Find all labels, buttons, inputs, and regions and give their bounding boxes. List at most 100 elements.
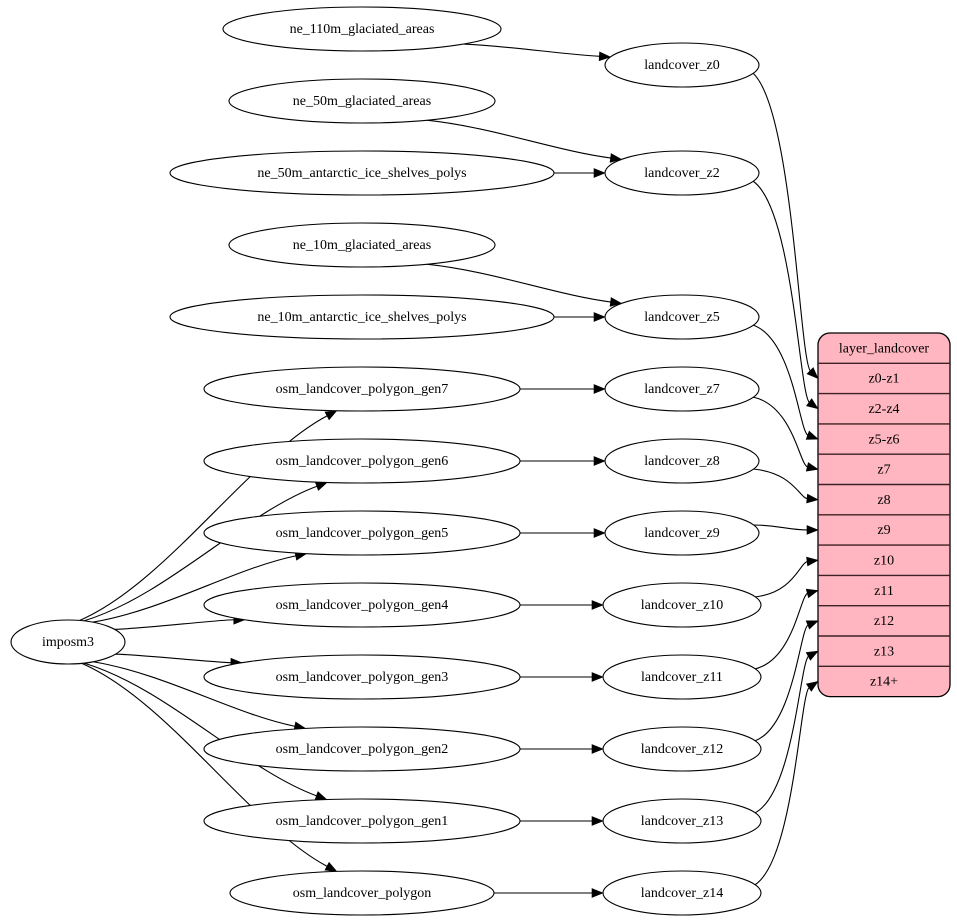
table-node-ellipse[interactable]	[203, 438, 521, 484]
record-row-z9[interactable]: z9	[818, 515, 950, 545]
view-node-ellipse[interactable]	[604, 510, 760, 556]
edge-line	[752, 396, 809, 468]
node-landcover_z13[interactable]: landcover_z13	[602, 798, 762, 844]
record-row-label: z12	[874, 614, 894, 629]
node-label: osm_landcover_polygon_gen6	[276, 454, 449, 469]
node-osm_landcover_polygon_gen2[interactable]: osm_landcover_polygon_gen2	[203, 726, 521, 772]
table-node-ellipse[interactable]	[203, 582, 521, 628]
edge-imposm3-to-osm_landcover_polygon	[81, 662, 338, 872]
edge-line	[115, 653, 232, 664]
edge-arrowhead	[593, 312, 606, 322]
node-label: osm_landcover_polygon_gen7	[276, 382, 449, 397]
node-label: ne_10m_glaciated_areas	[293, 238, 431, 253]
view-node-ellipse[interactable]	[602, 654, 762, 700]
table-node-ellipse[interactable]	[203, 510, 521, 556]
node-label: osm_landcover_polygon_gen2	[276, 742, 449, 757]
edge-line	[426, 119, 612, 159]
record-node-layer-landcover[interactable]: layer_landcoverz0-z1z2-z4z5-z6z7z8z9z10z…	[817, 332, 951, 698]
edge-osm_landcover_polygon_gen1-to-landcover_z13	[520, 816, 604, 826]
edge-arrowhead	[593, 384, 606, 394]
node-label: landcover_z0	[644, 58, 719, 73]
edge-line	[752, 324, 809, 436]
table-node-ellipse[interactable]	[169, 150, 555, 196]
node-label: landcover_z12	[641, 742, 723, 757]
node-landcover_z8[interactable]: landcover_z8	[604, 438, 760, 484]
node-landcover_z10[interactable]: landcover_z10	[602, 582, 762, 628]
source-node-ellipse[interactable]	[10, 619, 126, 665]
edge-arrowhead	[806, 493, 819, 504]
view-node-ellipse[interactable]	[604, 294, 760, 340]
node-osm_landcover_polygon_gen6[interactable]: osm_landcover_polygon_gen6	[203, 438, 521, 484]
node-ne_10m_antarctic_ice_shelves_polys[interactable]: ne_10m_antarctic_ice_shelves_polys	[169, 294, 555, 340]
view-node-ellipse[interactable]	[602, 582, 762, 628]
record-row-z2-z4[interactable]: z2-z4	[818, 394, 950, 424]
table-node-ellipse[interactable]	[169, 294, 555, 340]
view-node-ellipse[interactable]	[602, 870, 762, 916]
node-ne_50m_glaciated_areas[interactable]: ne_50m_glaciated_areas	[228, 78, 496, 124]
node-label: osm_landcover_polygon_gen1	[276, 814, 449, 829]
edge-line	[754, 624, 809, 742]
node-label: imposm3	[42, 635, 94, 650]
record-row-z0-z1[interactable]: z0-z1	[818, 363, 950, 393]
node-landcover_z5[interactable]: landcover_z5	[604, 294, 760, 340]
record-row-z8[interactable]: z8	[818, 485, 950, 515]
node-landcover_z11[interactable]: landcover_z11	[602, 654, 762, 700]
node-imposm3[interactable]: imposm3	[10, 619, 126, 665]
table-node-ellipse[interactable]	[203, 654, 521, 700]
table-node-ellipse[interactable]	[228, 78, 496, 124]
node-osm_landcover_polygon_gen5[interactable]: osm_landcover_polygon_gen5	[203, 510, 521, 556]
node-osm_landcover_polygon_gen1[interactable]: osm_landcover_polygon_gen1	[203, 798, 521, 844]
edge-osm_landcover_polygon_gen7-to-landcover_z7	[520, 384, 606, 394]
node-label: landcover_z9	[644, 526, 719, 541]
record-row-label: z0-z1	[868, 372, 899, 387]
node-label: landcover_z5	[644, 310, 719, 325]
node-label: ne_50m_antarctic_ice_shelves_polys	[257, 166, 466, 181]
edge-arrowhead	[591, 816, 604, 826]
node-landcover_z0[interactable]: landcover_z0	[604, 42, 760, 88]
node-landcover_z12[interactable]: landcover_z12	[602, 726, 762, 772]
node-osm_landcover_polygon_gen4[interactable]: osm_landcover_polygon_gen4	[203, 582, 521, 628]
node-label: osm_landcover_polygon_gen5	[276, 526, 449, 541]
table-node-ellipse[interactable]	[203, 798, 521, 844]
edge-arrowhead	[593, 456, 606, 466]
nodes-layer: imposm3 ne_110m_glaciated_areas ne_50m_gla…	[10, 6, 762, 916]
record-row-label: z14+	[870, 675, 898, 690]
record-row-z13[interactable]: z13	[818, 636, 950, 666]
edge-landcover_z8-to-layer_landcover_z8	[752, 468, 819, 504]
table-node-ellipse[interactable]	[229, 870, 495, 916]
view-node-ellipse[interactable]	[602, 726, 762, 772]
edge-line	[754, 686, 810, 886]
node-osm_landcover_polygon_gen3[interactable]: osm_landcover_polygon_gen3	[203, 654, 521, 700]
node-osm_landcover_polygon[interactable]: osm_landcover_polygon	[229, 870, 495, 916]
table-node-ellipse[interactable]	[203, 366, 521, 412]
view-node-ellipse[interactable]	[604, 150, 760, 196]
node-landcover_z14[interactable]: landcover_z14	[602, 870, 762, 916]
node-ne_10m_glaciated_areas[interactable]: ne_10m_glaciated_areas	[228, 222, 496, 268]
node-landcover_z9[interactable]: landcover_z9	[604, 510, 760, 556]
edge-line	[752, 524, 808, 531]
view-node-ellipse[interactable]	[602, 798, 762, 844]
edge-line	[92, 555, 297, 623]
record-row-z14+[interactable]: z14+	[818, 666, 950, 696]
node-ne_110m_glaciated_areas[interactable]: ne_110m_glaciated_areas	[222, 6, 502, 52]
node-osm_landcover_polygon_gen7[interactable]: osm_landcover_polygon_gen7	[203, 366, 521, 412]
record-row-z11[interactable]: z11	[818, 575, 950, 605]
table-node-ellipse[interactable]	[228, 222, 496, 268]
record-row-z10[interactable]: z10	[818, 545, 950, 575]
edge-arrowhead	[593, 528, 606, 538]
node-landcover_z7[interactable]: landcover_z7	[604, 366, 760, 412]
record-row-z5-z6[interactable]: z5-z6	[818, 424, 950, 454]
table-node-ellipse[interactable]	[203, 726, 521, 772]
record-row-z7[interactable]: z7	[818, 454, 950, 484]
edge-landcover_z11-to-layer_landcover_z11	[754, 588, 819, 670]
node-landcover_z2[interactable]: landcover_z2	[604, 150, 760, 196]
record-row-z12[interactable]: z12	[818, 606, 950, 636]
edge-line	[81, 662, 328, 867]
view-node-ellipse[interactable]	[604, 438, 760, 484]
edge-line	[754, 592, 809, 670]
view-node-ellipse[interactable]	[604, 42, 760, 88]
table-node-ellipse[interactable]	[222, 6, 502, 52]
view-node-ellipse[interactable]	[604, 366, 760, 412]
node-ne_50m_antarctic_ice_shelves_polys[interactable]: ne_50m_antarctic_ice_shelves_polys	[169, 150, 555, 196]
